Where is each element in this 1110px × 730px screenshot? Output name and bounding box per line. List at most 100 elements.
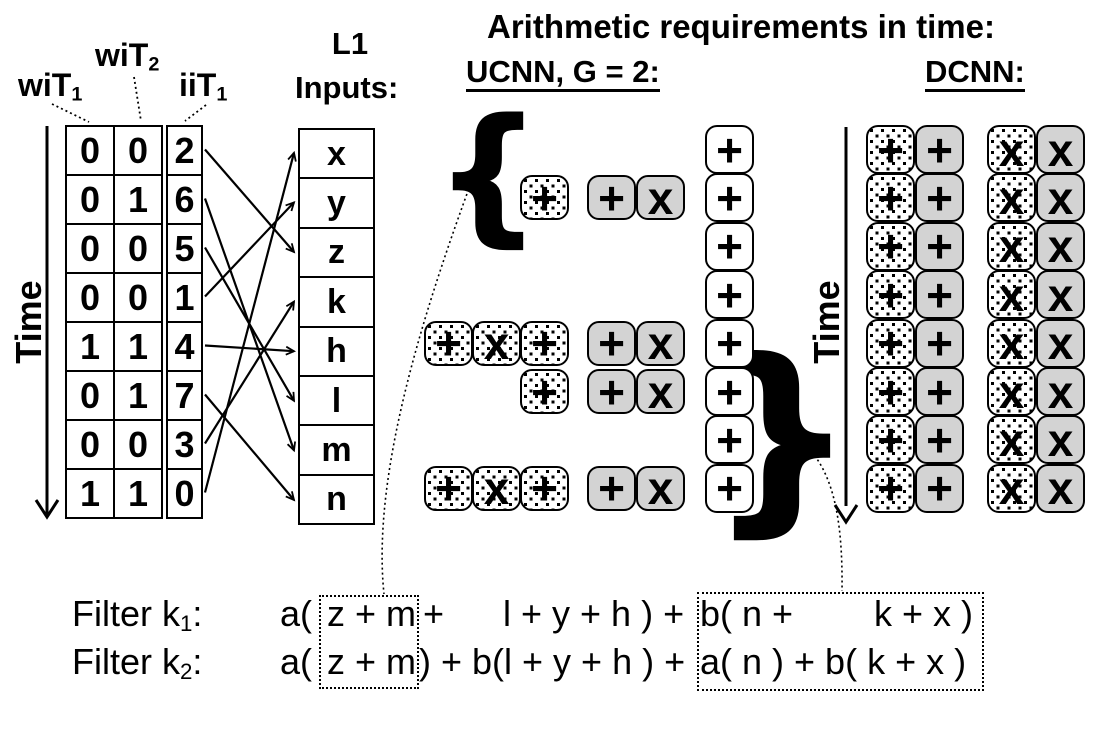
filter-k1-label: Filter k1: <box>72 593 203 636</box>
wiT1-cell-row1: 0 <box>67 176 113 223</box>
dcnn-gray-mult-box-t0: x <box>1036 125 1085 174</box>
equation-highlight-box-bnkx <box>697 592 984 691</box>
dcnn-dotted-add-box-t3: + <box>866 270 915 320</box>
dcnn-dotted-add-box-t4: + <box>866 318 915 368</box>
ucnn-gray-add-box-t4: + <box>587 320 636 366</box>
wiT1-cell-row0: 0 <box>67 127 113 174</box>
eq1-seg3: + <box>423 593 445 634</box>
wiT1-cell-row2: 0 <box>67 225 113 272</box>
wiT2-cell-row1: 1 <box>115 176 161 223</box>
ucnn-dotted-add-box-t4: + <box>520 320 569 366</box>
wiT2-cell-row5: 1 <box>115 372 161 419</box>
eq1-seg5: b( n + <box>700 593 794 634</box>
page-title: Arithmetic requirements in time: <box>487 8 995 45</box>
ucnn-gray-add-box-t5: + <box>587 369 636 415</box>
dcnn-dotted-mult-box-t1: x <box>987 173 1036 223</box>
ucnn-gray-add-box-t7: + <box>587 465 636 511</box>
l1-input-cell-l: l <box>300 376 373 425</box>
l1-input-cell-h: h <box>300 327 373 375</box>
l1-inputs-header-line2: Inputs: <box>295 70 399 105</box>
wiT2-cell-row3: 0 <box>115 274 161 321</box>
ucnn-white-add-box-t4: + <box>705 318 754 368</box>
wiT1-cell-row5: 0 <box>67 372 113 419</box>
wiT2-cell-row4: 1 <box>115 323 161 370</box>
dcnn-gray-add-box-t0: + <box>915 125 964 174</box>
iiT1-callout-line <box>184 104 207 122</box>
input-mapping-arrow-5-to-n <box>204 393 296 502</box>
ucnn-gray-mult-box-t4: x <box>636 320 685 366</box>
wiT1-cell-row3: 0 <box>67 274 113 321</box>
input-mapping-arrow-1-to-m <box>203 198 296 453</box>
ucnn-dotted-add-box-t7: + <box>520 465 569 511</box>
ucnn-dotted-add-box-t4: + <box>424 320 473 366</box>
dcnn-gray-add-box-t2: + <box>915 221 964 271</box>
eq1-seg4: l + y + h ) + <box>503 593 685 634</box>
l1-input-cell-n: n <box>300 475 373 523</box>
l1-input-cell-m: m <box>300 426 373 474</box>
dcnn-gray-add-box-t5: + <box>915 367 964 416</box>
l1-input-cell-y: y <box>300 179 373 227</box>
ucnn-gray-mult-box-t1: x <box>636 175 685 221</box>
dcnn-gray-mult-box-t2: x <box>1036 221 1085 271</box>
input-mapping-arrow-2-to-l <box>204 246 296 403</box>
eq1-seg6: k + x ) <box>874 593 974 634</box>
wiT2-cell-row7: 1 <box>115 470 161 517</box>
time-axis-arrowhead-left <box>34 499 60 520</box>
ucnn-group-brace-left: { <box>434 87 541 261</box>
wiT1-cell-row6: 0 <box>67 421 113 468</box>
iiT1-cell-row3: 1 <box>168 274 201 321</box>
wiT1-cell-row4: 1 <box>67 323 113 370</box>
dcnn-dotted-mult-box-t5: x <box>987 367 1036 416</box>
ucnn-heading: UCNN, G = 2: <box>466 56 660 92</box>
wiT1-cell-row7: 1 <box>67 470 113 517</box>
dcnn-gray-mult-box-t6: x <box>1036 415 1085 465</box>
input-mapping-arrow-7-to-x <box>203 150 297 493</box>
column-header-iiT1: iiT1 <box>179 67 228 106</box>
dcnn-dotted-mult-box-t3: x <box>987 270 1036 320</box>
ucnn-gray-mult-box-t5: x <box>636 369 685 415</box>
l1-input-cell-z: z <box>300 228 373 277</box>
input-mapping-arrow-3-to-y <box>204 200 296 298</box>
ucnn-dotted-add-box-t1: + <box>520 175 569 221</box>
dcnn-gray-add-box-t1: + <box>915 173 964 223</box>
wiT1-callout-line <box>51 103 90 123</box>
iiT1-cell-row6: 3 <box>168 421 201 468</box>
ucnn-gray-add-box-t1: + <box>587 175 636 221</box>
iiT1-cell-row5: 7 <box>168 372 201 419</box>
iiT1-cell-row2: 5 <box>168 225 201 272</box>
ucnn-white-add-box-t5: + <box>705 367 754 416</box>
dcnn-dotted-add-box-t7: + <box>866 463 915 513</box>
dcnn-gray-add-box-t3: + <box>915 270 964 320</box>
wiT2-cell-row0: 0 <box>115 127 161 174</box>
l1-input-cell-k: k <box>300 278 373 326</box>
dcnn-dotted-add-box-t5: + <box>866 367 915 416</box>
ucnn-dotted-add-box-t7: + <box>424 465 473 511</box>
l1-input-cell-x: x <box>300 130 373 178</box>
ucnn-group-brace-right: } <box>708 317 855 556</box>
ucnn-white-add-box-t3: + <box>705 270 754 320</box>
wiT2-cell-row2: 0 <box>115 225 161 272</box>
ucnn-white-add-box-t1: + <box>705 173 754 223</box>
wiT2-callout-line <box>133 76 142 122</box>
input-mapping-arrow-0-to-z <box>204 148 296 254</box>
column-header-wiT2: wiT2 <box>95 37 160 76</box>
dcnn-dotted-mult-box-t6: x <box>987 415 1036 465</box>
dcnn-dotted-mult-box-t4: x <box>987 318 1036 368</box>
dcnn-dotted-add-box-t0: + <box>866 125 915 174</box>
ucnn-gray-mult-box-t7: x <box>636 465 685 511</box>
iiT1-cell-row4: 4 <box>168 323 201 370</box>
eq1-seg2: z + m <box>327 593 417 634</box>
ucnn-dotted-mult-box-t7: x <box>472 465 521 511</box>
eq2-seg4: a( n ) + b( k + x ) <box>700 641 967 682</box>
dcnn-dotted-mult-box-t2: x <box>987 221 1036 271</box>
dcnn-gray-add-box-t6: + <box>915 415 964 465</box>
dcnn-gray-mult-box-t3: x <box>1036 270 1085 320</box>
ucnn-dotted-mult-box-t4: x <box>472 320 521 366</box>
dcnn-dotted-add-box-t2: + <box>866 221 915 271</box>
dcnn-gray-add-box-t7: + <box>915 463 964 513</box>
eq2-seg3: ) + b(l + y + h ) + <box>419 641 686 682</box>
iiT1-cell-row0: 2 <box>168 127 201 174</box>
eq2-seg1: a( <box>280 641 313 682</box>
